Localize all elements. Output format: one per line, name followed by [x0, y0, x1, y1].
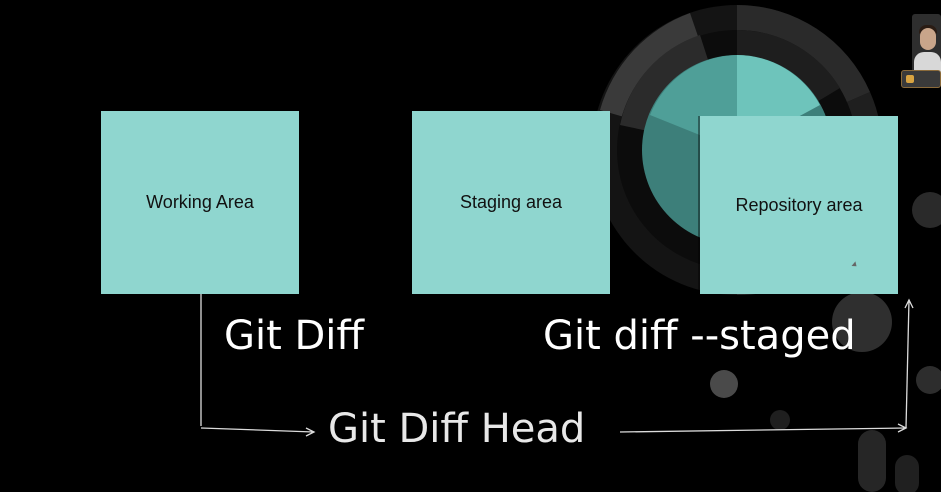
staging-area-label: Staging area: [459, 192, 563, 212]
arrow-repo-up: [905, 299, 910, 429]
arrow-head-to-repo: [619, 427, 907, 433]
webcam-badge-icon: [901, 70, 941, 88]
git-diff-staged-label: Git diff --staged: [543, 313, 856, 359]
decorative-dots: [710, 192, 941, 492]
arrow-to-head-label: [200, 427, 315, 433]
arrowhead-to-head-label: [305, 427, 316, 437]
working-area-box: Working Area: [101, 111, 299, 294]
repository-area-label: Repository area: [735, 194, 863, 215]
connector-arrows: [200, 294, 914, 437]
git-diff-label: Git Diff: [224, 313, 364, 359]
staging-area-box: Staging area: [412, 111, 610, 294]
presenter-webcam: [912, 14, 941, 76]
working-area-label: Working Area: [146, 192, 254, 212]
arrowhead-up: [904, 298, 914, 309]
repository-area-box: Repository area: [700, 116, 898, 294]
git-diff-head-label: Git Diff Head: [328, 406, 586, 452]
